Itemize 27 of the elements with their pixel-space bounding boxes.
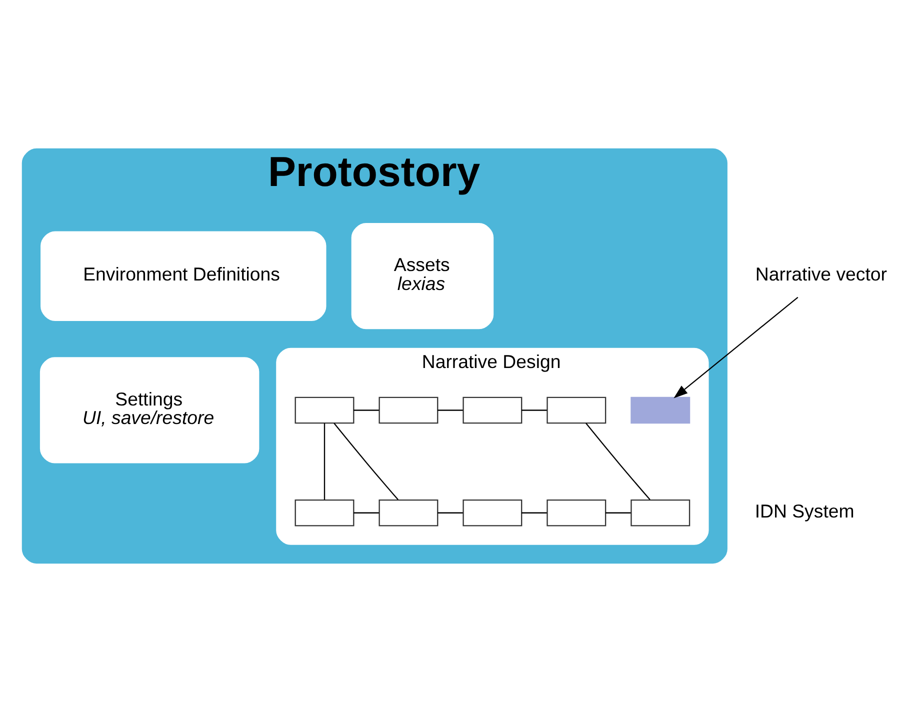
node-box bbox=[462, 498, 522, 526]
connector bbox=[522, 409, 547, 410]
node-box bbox=[378, 498, 438, 526]
connector bbox=[438, 512, 463, 513]
node-box bbox=[294, 498, 354, 526]
connector bbox=[334, 422, 398, 500]
node-box bbox=[462, 396, 522, 424]
node-box: Settings UI, save/restore bbox=[40, 356, 260, 463]
cluster: Narrative Design bbox=[276, 347, 709, 544]
node-box bbox=[630, 498, 690, 526]
node-box: Assets lexias bbox=[351, 222, 494, 329]
connector bbox=[438, 409, 463, 410]
arrow bbox=[674, 296, 798, 398]
connector bbox=[586, 422, 650, 500]
node-box bbox=[546, 396, 606, 424]
node-box bbox=[546, 498, 606, 526]
connector bbox=[354, 512, 379, 513]
node-box bbox=[378, 396, 438, 424]
node-box bbox=[294, 396, 354, 424]
node-box: Environment Definitions bbox=[40, 230, 326, 321]
connector bbox=[522, 512, 547, 513]
connector bbox=[606, 512, 631, 513]
connector bbox=[324, 422, 326, 500]
connector bbox=[354, 409, 379, 410]
node-label: IDN System bbox=[754, 500, 854, 521]
node-box bbox=[630, 396, 690, 424]
node-text: Narrative vector bbox=[755, 263, 887, 284]
